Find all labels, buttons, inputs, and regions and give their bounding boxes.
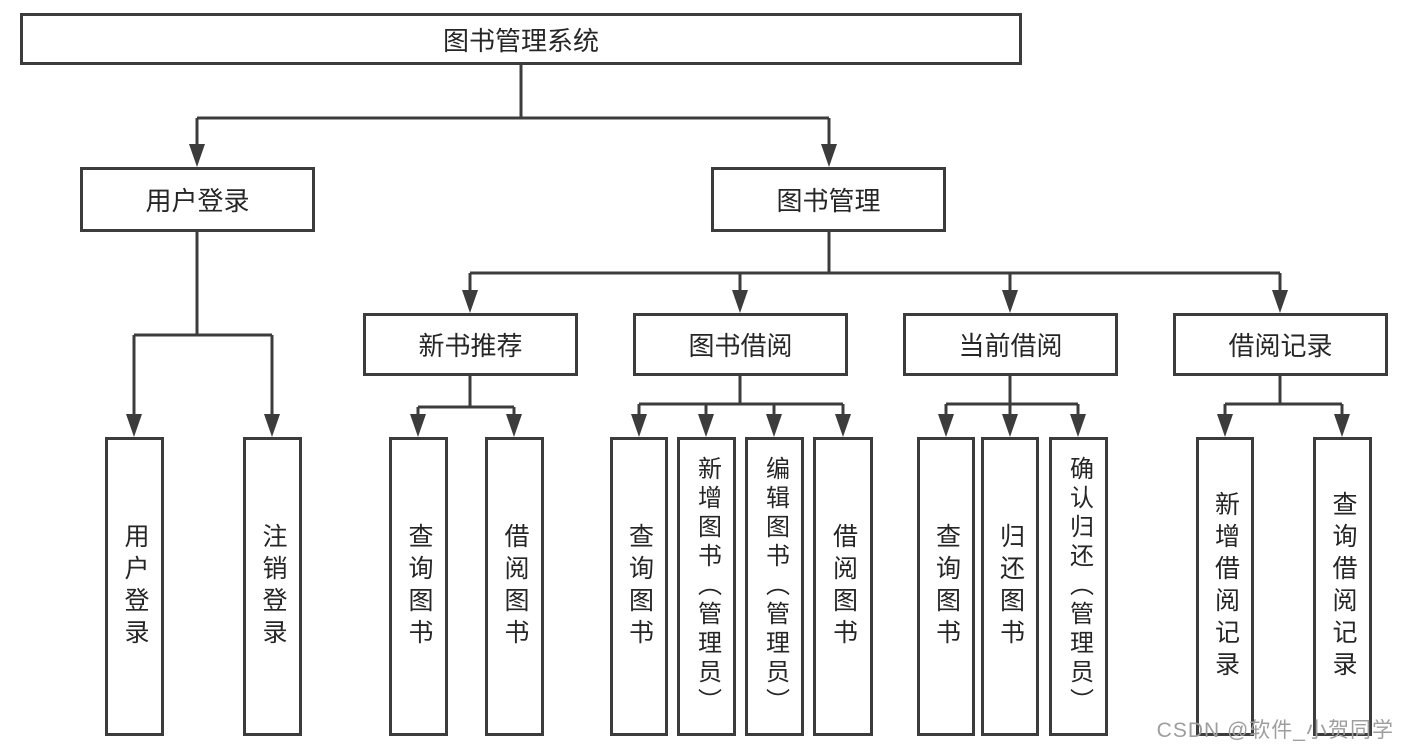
leaf-borrow-books: 借阅图书 bbox=[813, 437, 873, 736]
leaf-recommend-borrow-books: 借阅图书 bbox=[485, 437, 544, 736]
connector-root-branch bbox=[195, 65, 831, 149]
node-label: 用户登录 bbox=[145, 186, 250, 216]
node-book-management: 图书管理 bbox=[711, 167, 946, 232]
node-user-login: 用户登录 bbox=[80, 167, 315, 232]
node-current-borrow: 当前借阅 bbox=[903, 313, 1118, 376]
leaf-return-books: 归还图书 bbox=[981, 437, 1039, 736]
node-label: 图书管理 bbox=[776, 186, 881, 216]
leaf-label: 借阅图书 bbox=[501, 522, 529, 651]
leaf-label: 新增借阅记录 bbox=[1211, 490, 1240, 683]
leaf-add-borrow-record: 新增借阅记录 bbox=[1196, 437, 1254, 736]
node-library-system: 图书管理系统 bbox=[20, 13, 1022, 65]
node-label: 新书推荐 bbox=[418, 331, 523, 361]
connector-new-book-branch bbox=[416, 376, 516, 419]
arrow-down-icon bbox=[698, 414, 714, 437]
leaf-label: 确认归还（管理员） bbox=[1065, 456, 1093, 717]
arrow-down-icon bbox=[835, 414, 851, 437]
leaf-label: 新增图书（管理员） bbox=[693, 456, 721, 717]
leaf-label: 注销登录 bbox=[259, 522, 287, 651]
leaf-current-query-books: 查询图书 bbox=[917, 437, 975, 736]
node-label: 图书借阅 bbox=[688, 331, 793, 361]
node-book-borrow: 图书借阅 bbox=[633, 313, 848, 376]
leaf-recommend-query-books: 查询图书 bbox=[389, 437, 448, 736]
leaf-label: 查询图书 bbox=[625, 522, 654, 651]
arrow-down-icon bbox=[938, 414, 954, 437]
connector-current-borrow-branch bbox=[944, 376, 1080, 419]
arrow-down-icon bbox=[631, 414, 647, 437]
node-label: 借阅记录 bbox=[1228, 331, 1333, 361]
arrow-down-icon bbox=[821, 144, 837, 167]
arrow-down-icon bbox=[766, 414, 782, 437]
csdn-watermark: CSDN @软件_小贺同学 bbox=[1156, 719, 1394, 742]
leaf-add-books-admin: 新增图书（管理员） bbox=[677, 437, 736, 736]
arrow-down-icon bbox=[1334, 414, 1350, 437]
arrow-down-icon bbox=[189, 144, 205, 167]
leaf-borrow-query-books: 查询图书 bbox=[610, 437, 668, 736]
leaf-edit-books-admin: 编辑图书（管理员） bbox=[745, 437, 804, 736]
arrow-down-icon bbox=[462, 290, 478, 313]
connector-borrow-records-branch bbox=[1223, 376, 1344, 419]
arrow-down-icon bbox=[506, 414, 522, 437]
connector-book-borrow-branch bbox=[637, 376, 845, 419]
leaf-user-login: 用户登录 bbox=[105, 437, 164, 736]
leaf-label: 查询借阅记录 bbox=[1329, 490, 1357, 683]
node-borrow-records: 借阅记录 bbox=[1173, 313, 1388, 376]
arrow-down-icon bbox=[410, 414, 426, 437]
node-label: 图书管理系统 bbox=[442, 25, 599, 56]
leaf-query-borrow-record: 查询借阅记录 bbox=[1313, 437, 1372, 736]
leaf-label: 借阅图书 bbox=[829, 522, 858, 651]
arrow-down-icon bbox=[1002, 414, 1018, 437]
arrow-down-icon bbox=[1002, 290, 1018, 313]
connector-user-login-branch bbox=[132, 232, 274, 419]
arrow-down-icon bbox=[126, 414, 142, 437]
leaf-label: 归还图书 bbox=[996, 522, 1025, 651]
leaf-label: 查询图书 bbox=[405, 522, 433, 651]
leaf-logout: 注销登录 bbox=[243, 437, 302, 736]
connector-book-management-branch bbox=[468, 232, 1282, 295]
node-label: 当前借阅 bbox=[958, 331, 1063, 361]
arrow-down-icon bbox=[732, 290, 748, 313]
arrow-down-icon bbox=[264, 414, 280, 437]
node-new-book-recommend: 新书推荐 bbox=[363, 313, 578, 376]
arrow-down-icon bbox=[1070, 414, 1086, 437]
leaf-label: 查询图书 bbox=[932, 522, 961, 651]
arrow-down-icon bbox=[1217, 414, 1233, 437]
leaf-label: 用户登录 bbox=[121, 522, 149, 651]
leaf-confirm-return-admin: 确认归还（管理员） bbox=[1049, 437, 1108, 736]
arrow-down-icon bbox=[1272, 290, 1288, 313]
leaf-label: 编辑图书（管理员） bbox=[761, 456, 789, 717]
